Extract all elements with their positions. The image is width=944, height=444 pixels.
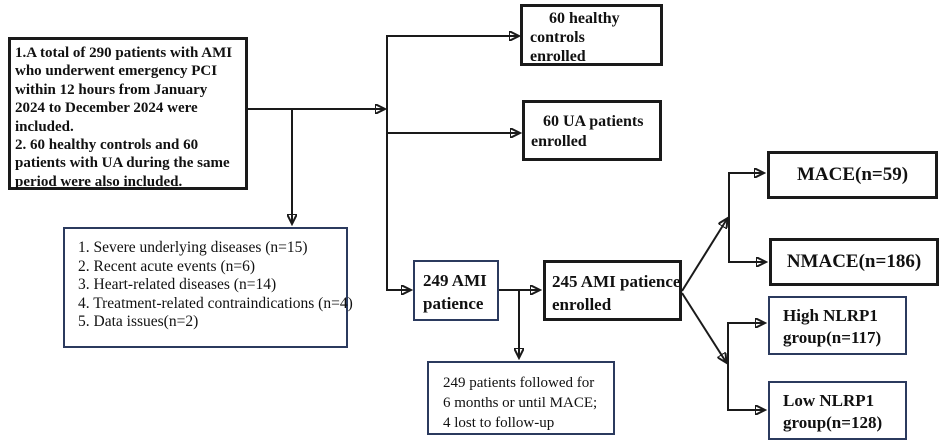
text-line: MACE(n=59) bbox=[796, 164, 909, 185]
low-nlrp1-box: Low NLRP1 group(n=128) bbox=[768, 381, 907, 440]
text-line: NMACE(n=186) bbox=[786, 251, 922, 272]
text-line: 1.A total of 290 patients with AMI bbox=[15, 45, 233, 61]
text-line: within 12 hours from January bbox=[15, 81, 208, 98]
text-line: patience bbox=[423, 294, 484, 313]
text-line: 6 months or until MACE; bbox=[443, 395, 598, 411]
text-line: controls bbox=[530, 29, 585, 46]
diagonal-up bbox=[681, 219, 727, 292]
nmace-box: NMACE(n=186) bbox=[769, 238, 939, 286]
text-line: 2024 to December 2024 were bbox=[15, 100, 198, 117]
text-line: Low NLRP1 bbox=[783, 391, 875, 410]
high-nlrp1-box: High NLRP1 group(n=117) bbox=[768, 296, 907, 355]
ua-patients-box: 60 UA patients enrolled bbox=[522, 100, 662, 161]
text-line: 2. Recent acute events (n=6) bbox=[78, 257, 256, 275]
text-line: enrolled bbox=[531, 133, 587, 150]
exclusion-criteria-box: 1. Severe underlying diseases (n=15) 2. … bbox=[63, 227, 353, 348]
text-line: 4. Treatment-related contraindications (… bbox=[78, 294, 353, 312]
text-line: High NLRP1 bbox=[783, 306, 878, 325]
text-line: 60 healthy bbox=[549, 10, 620, 27]
text-line: group(n=128) bbox=[783, 413, 883, 432]
text-line: enrolled bbox=[552, 295, 612, 314]
text-line: included. bbox=[15, 118, 74, 135]
text-line: 3. Heart-related diseases (n=14) bbox=[78, 276, 277, 294]
followup-box: 249 patients followed for 6 months or un… bbox=[427, 361, 615, 435]
text-line: period were also included. bbox=[15, 173, 183, 190]
text-line: 4 lost to follow-up bbox=[443, 415, 555, 431]
text-line: 1. Severe underlying diseases (n=15) bbox=[78, 239, 308, 256]
text-line: 60 UA patients bbox=[543, 113, 644, 130]
text-line: group(n=117) bbox=[783, 328, 882, 347]
inclusion-criteria-box: 1.A total of 290 patients with AMI who u… bbox=[8, 37, 248, 190]
healthy-controls-box: 60 healthy controls enrolled bbox=[520, 4, 663, 66]
text-line: 245 AMI patience bbox=[552, 272, 681, 291]
ami-245-enrolled-box: 245 AMI patience enrolled bbox=[543, 260, 682, 321]
text-line: 5. Data issues(n=2) bbox=[78, 313, 199, 331]
ami-249-box: 249 AMI patience bbox=[413, 260, 499, 321]
mace-box: MACE(n=59) bbox=[767, 151, 938, 199]
text-line: patients with UA during the same bbox=[15, 155, 230, 172]
text-line: 249 patients followed for bbox=[443, 375, 595, 391]
text-line: 249 AMI bbox=[423, 271, 487, 290]
diagonal-down bbox=[681, 292, 726, 362]
text-line: who underwent emergency PCI bbox=[15, 63, 218, 80]
text-line: 2. 60 healthy controls and 60 bbox=[15, 137, 199, 154]
text-line: enrolled bbox=[530, 48, 586, 65]
